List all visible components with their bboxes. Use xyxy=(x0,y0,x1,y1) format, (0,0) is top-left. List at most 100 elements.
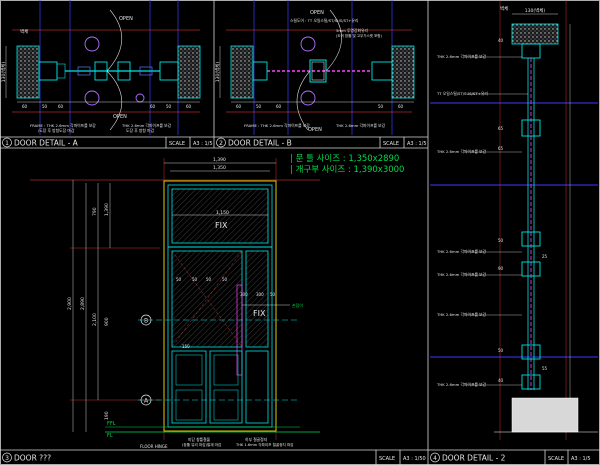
title-block-d2: 4 DOOR DETAIL - 2 SCALE A3 : 1/5 xyxy=(430,452,591,463)
panel-b-scale-label: SCALE xyxy=(383,141,399,147)
ffl-label: FFL xyxy=(107,421,116,427)
d2-top-label: 벽체 xyxy=(500,5,508,12)
detail-a-note-frame2: /도장 후 방청도장 마감 xyxy=(38,128,75,133)
wall-left-b xyxy=(230,45,254,99)
detail-a-dim-4: 50 xyxy=(166,104,172,109)
panel-door-title: DOOR ??? xyxy=(14,454,51,463)
d2-dim-0: 40 xyxy=(498,38,504,43)
door-dim-mid-6: 50 xyxy=(270,292,276,297)
d2-dim-1: 65 xyxy=(498,126,504,131)
door-dim-bottom-a: 150 xyxy=(182,344,190,349)
detail-a-open-bottom: OPEN xyxy=(113,114,127,120)
detail-b-drawing: 130(벽체) OPEN OPEN 스틸도어 : TT 오일스틸/ST/SUS/… xyxy=(214,0,415,135)
d2-dim-top: 130(벽체) xyxy=(525,7,546,14)
panel-d2-number: 4 xyxy=(433,455,437,462)
d2-note-2: THK 2.6mm 각파이프를 보강 xyxy=(436,149,487,154)
door-dim-h-4: 2,100 xyxy=(92,313,98,326)
door-dim-top-inner: 1,350 xyxy=(213,165,226,171)
detail-a-note-thk2: 도장 후 방청 마감 xyxy=(126,128,155,133)
panel-a-title: DOOR DETAIL - A xyxy=(14,139,79,148)
section-marker-a xyxy=(140,394,152,406)
door-handle xyxy=(236,284,243,376)
detail-a-note-frame: FRAME : THK 2.6mm 각파이프를 보강 xyxy=(30,123,96,128)
detail-b-note-steel: 스틸도어 : TT 오일스틸/ST/SUS/ST+유리 xyxy=(290,18,358,23)
d2-floor xyxy=(511,397,579,433)
detail-a-note-thk: THK 2.6mm 각파이프를 보강 xyxy=(121,123,172,128)
detail-b-note-frame: FRAME : THK 2.6mm 각파이프를 보강 xyxy=(244,123,310,128)
door-dim-h-0: 2,900 xyxy=(67,297,73,310)
d2-note-4: THK 2.6mm 각파이프를 보강 xyxy=(436,272,487,277)
d2-dim-8: 40 xyxy=(498,378,504,383)
d2-dim-5: 90 xyxy=(498,266,504,271)
bottom-note-2: 하부 철골정지 xyxy=(245,437,267,442)
detail-a-open-top: OPEN xyxy=(119,16,133,22)
section-a-label: A xyxy=(144,398,149,405)
door-dim-mid-3: 50 xyxy=(222,277,228,282)
wall-right-b xyxy=(391,45,415,99)
d2-dim-2: 65 xyxy=(498,146,504,151)
door-dim-h-5: 900 xyxy=(104,317,110,326)
detail-b-dim-4: 60 xyxy=(398,104,404,109)
door-dim-h-3: 790 xyxy=(92,207,98,216)
fl-label: FL xyxy=(107,433,113,439)
detail-a-dim-5: 60 xyxy=(186,104,192,109)
panel-door-scale-label: SCALE xyxy=(379,456,395,462)
detail-a-drawing: 130(벽체) OPEN OPEN 벽체 60 50 60 60 50 60 F… xyxy=(0,0,201,135)
handle-note: 손잡이 xyxy=(292,302,303,308)
door-dim-mid-2: 50 xyxy=(206,277,212,282)
detail-b-note-thk: THK 2.6mm 각파이프를 보강 xyxy=(335,123,386,128)
d2-note-3: THK 2.6mm 각파이프를 보강 xyxy=(436,249,487,254)
door-dim-mid-1: 50 xyxy=(192,277,198,282)
detail-b-dim-3: 50 xyxy=(378,104,384,109)
door-size-frame: | 문 틀 사이즈 : 1,350x2890 xyxy=(290,153,399,164)
detail-b-dim-0: 60 xyxy=(236,104,242,109)
d2-note-1: TT 오일스틸/ST/SUS/ST+유리 xyxy=(436,91,488,96)
d2-dim-3: 50 xyxy=(498,238,504,243)
door-dim-h-6: 190 xyxy=(104,411,110,420)
panel-b-number: 2 xyxy=(219,140,223,147)
panel-a-scale-label: SCALE xyxy=(169,141,185,147)
detail-a-wall-label: 벽체 xyxy=(20,28,28,35)
detail-b-open-bottom: OPEN xyxy=(308,127,322,133)
detail-2-drawing: 130(벽체) 벽체 THK 2.6mm 각파이프를 보강 TT 오일스틸/ST… xyxy=(430,0,598,440)
d2-dim-7: 55 xyxy=(542,366,548,371)
title-block-b: 2 DOOR DETAIL - B SCALE A3 : 1/5 xyxy=(216,137,427,148)
panel-b-title: DOOR DETAIL - B xyxy=(228,139,292,148)
door-leaf-glass xyxy=(171,250,243,348)
d2-note-5: THK 2.6mm 각파이프를 보강 xyxy=(436,312,487,317)
bottom-note-2b: THK 1.6mm 각파이프 철골정지 마감 xyxy=(235,442,294,447)
panel-a-scale-value: A3 : 1/5 xyxy=(193,141,213,147)
d2-note-0: THK 2.6mm 각파이프를 보강 xyxy=(436,54,487,59)
door-dim-top-total: 1,390 xyxy=(213,157,226,163)
detail-b-dim-1: 50 xyxy=(256,104,262,109)
floor-hinge-note: FLOOR HINGE xyxy=(140,444,168,449)
panel-d2-scale-value: A3 : 1/5 xyxy=(571,456,591,462)
d2-dim-6: 50 xyxy=(498,348,504,353)
wall-right xyxy=(177,45,201,99)
d2-note-6: THK 2.6mm 각파이프를 보강 xyxy=(436,382,487,387)
detail-b-dim-height: 130(벽체) xyxy=(214,62,221,83)
detail-a-dim-height: 130(벽체) xyxy=(0,62,7,83)
door-frame-outer xyxy=(163,180,277,432)
panel-d2-scale-label: SCALE xyxy=(548,456,564,462)
fix-panel-side xyxy=(245,250,269,348)
left-dimension-chain xyxy=(70,180,160,432)
door-size-opening: | 개구부 사이즈 : 1,390x3000 xyxy=(290,164,404,175)
title-block-door: 3 DOOR ??? SCALE A3 : 1/50 xyxy=(2,452,426,463)
door-dim-mid-4: 300 xyxy=(240,292,248,297)
detail-b-dim-2: 60 xyxy=(276,104,282,109)
detail-a-dim-0: 60 xyxy=(22,104,28,109)
detail-b-open-top: OPEN xyxy=(310,10,324,16)
bottom-note-1b: (창틀 유리 마감)철재 마감 xyxy=(182,442,222,447)
panel-a-number: 1 xyxy=(5,140,9,147)
door-dim-mid-0: 50 xyxy=(176,277,182,282)
detail-a-dim-2: 60 xyxy=(58,104,64,109)
section-marker-b xyxy=(140,314,152,326)
bottom-note-1: 미닫 창틀철물 xyxy=(188,437,211,442)
fix-top-label: FIX xyxy=(215,221,228,230)
panel-b-scale-value: A3 : 1/5 xyxy=(407,141,427,147)
door-elevation: 1,390 1,350 | 문 틀 사이즈 : 1,350x2890 | 개구부… xyxy=(30,153,404,449)
fix-side-label: FIX xyxy=(253,309,266,318)
